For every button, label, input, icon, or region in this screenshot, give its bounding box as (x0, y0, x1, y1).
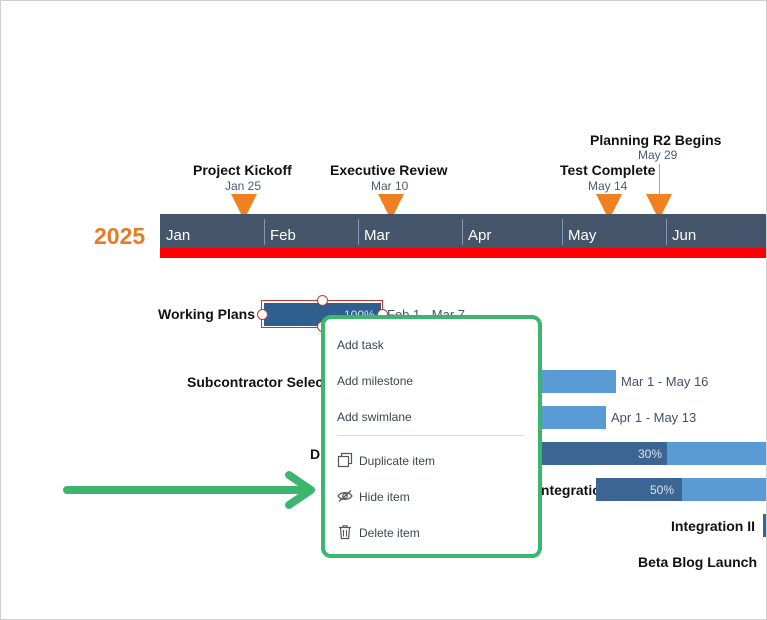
month-label: Feb (270, 227, 296, 244)
month-label: Jan (166, 227, 191, 244)
month-label: Jun (672, 227, 697, 244)
milestone-date: Mar 10 (371, 179, 409, 193)
duplicate-icon (337, 452, 353, 468)
task-bar[interactable] (541, 406, 606, 429)
menu-item-delete[interactable]: Delete item (359, 526, 420, 540)
resize-handle[interactable] (257, 309, 268, 320)
milestone-title[interactable]: Test Complete (560, 162, 656, 178)
task-label[interactable]: Beta Blog Launch (638, 554, 758, 570)
menu-item-add-task[interactable]: Add task (337, 338, 384, 352)
task-label[interactable]: Working Plans (158, 306, 255, 322)
menu-item-add-milestone[interactable]: Add milestone (337, 374, 414, 388)
year-label: 2025 (94, 223, 146, 249)
task-bar[interactable] (541, 370, 616, 393)
month-label: Apr (468, 227, 492, 244)
month-label: May (568, 227, 597, 244)
month-divider (462, 219, 463, 245)
menu-item-hide[interactable]: Hide item (359, 490, 410, 504)
month-divider (562, 219, 563, 245)
task-progress (541, 442, 667, 465)
milestone-title[interactable]: Executive Review (330, 162, 448, 178)
month-divider (666, 219, 667, 245)
task-label[interactable]: Integration II (671, 518, 755, 534)
task-percent: 30% (638, 447, 663, 461)
month-divider (264, 219, 265, 245)
timescale-bar[interactable] (160, 214, 766, 248)
menu-item-add-swimlane[interactable]: Add swimlane (337, 410, 412, 424)
timescale-strip (160, 248, 766, 258)
task-dates: Mar 1 - May 16 (621, 374, 709, 389)
trash-icon (339, 525, 351, 540)
menu-divider (337, 435, 525, 436)
annotation-arrow-icon (63, 471, 315, 509)
month-divider (358, 219, 359, 245)
task-bar[interactable] (763, 514, 766, 537)
milestone-title[interactable]: Project Kickoff (193, 162, 292, 178)
task-label[interactable]: Subcontractor Selection (187, 374, 349, 390)
task-progress (596, 478, 682, 501)
task-percent: 50% (650, 483, 675, 497)
milestone-connector (659, 164, 660, 194)
menu-item-duplicate[interactable]: Duplicate item (359, 454, 436, 468)
milestone-date: May 29 (638, 148, 678, 162)
context-menu: Add task Add milestone Add swimlane Dupl… (321, 315, 542, 558)
eye-icon (337, 490, 353, 502)
milestone-date: Jan 25 (225, 179, 262, 193)
resize-handle[interactable] (317, 295, 328, 306)
milestone-date: May 14 (588, 179, 628, 193)
month-label: Mar (364, 227, 390, 244)
task-label[interactable]: D (310, 446, 321, 462)
task-dates: Apr 1 - May 13 (611, 410, 697, 425)
milestone-title[interactable]: Planning R2 Begins (590, 132, 722, 148)
